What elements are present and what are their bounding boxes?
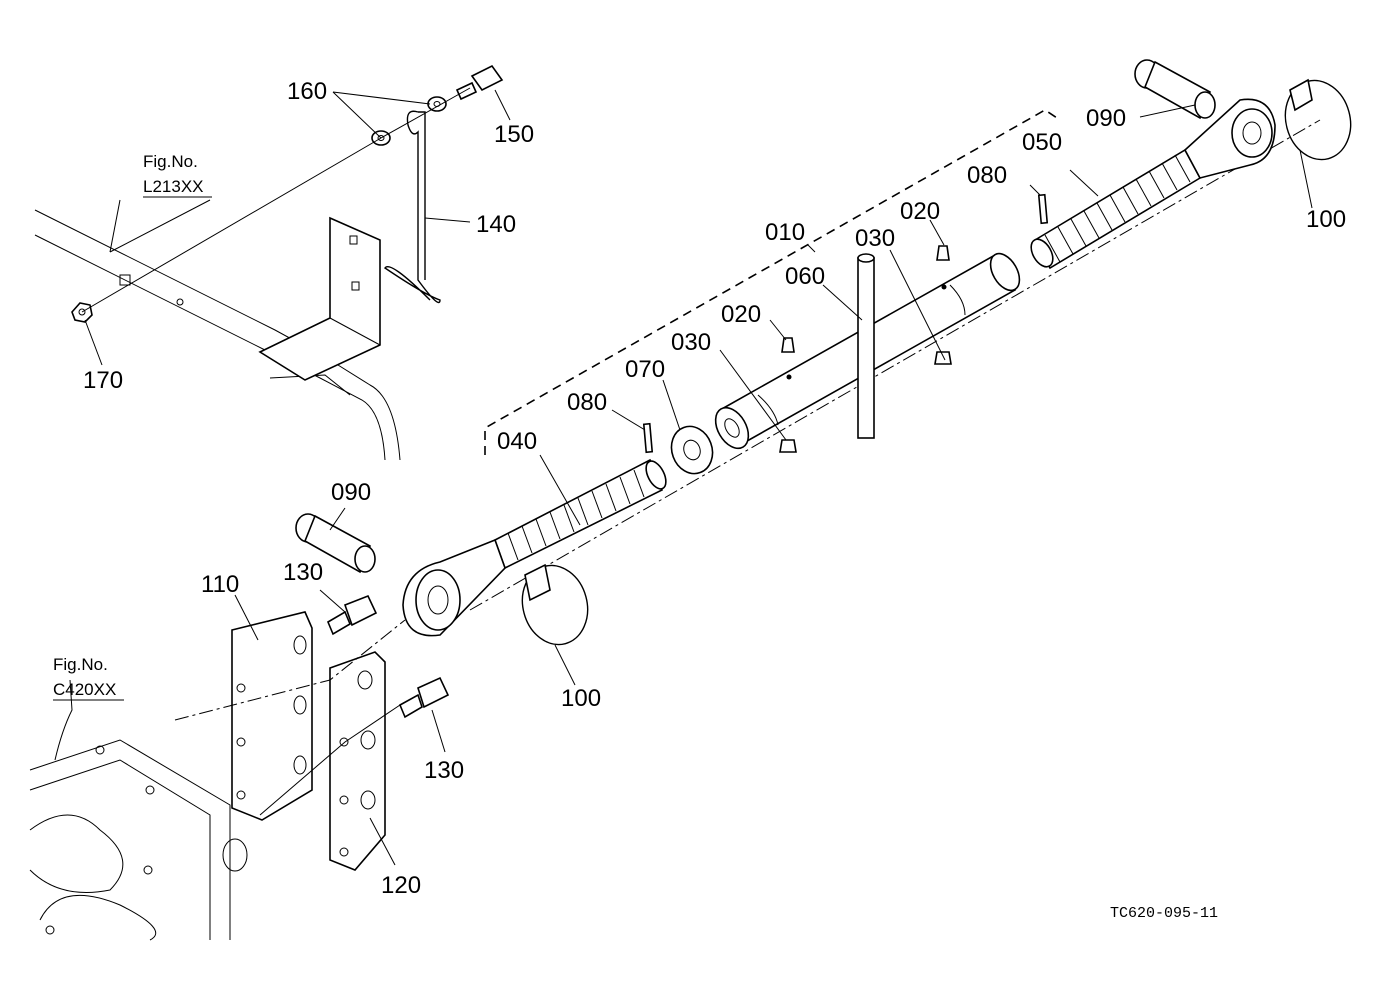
ref-code-c420: C420XX bbox=[53, 680, 116, 699]
part-label-080-lower: 080 bbox=[567, 389, 607, 416]
lynch-pin-100-lower bbox=[521, 563, 589, 646]
ref-caption-c420: Fig.No. bbox=[53, 655, 108, 674]
bolt-150 bbox=[455, 64, 504, 101]
housing-reference-c420 bbox=[29, 739, 248, 941]
mounting-bracket bbox=[258, 216, 381, 381]
grease-nipple-020-right bbox=[936, 245, 950, 290]
part-label-120: 120 bbox=[381, 872, 421, 899]
part-label-100-lower: 100 bbox=[561, 685, 601, 712]
bracket-110 bbox=[231, 611, 313, 821]
part-label-090-upper: 090 bbox=[1086, 105, 1126, 132]
part-label-030-left: 030 bbox=[671, 329, 711, 356]
part-label-170: 170 bbox=[83, 367, 123, 394]
washer-160-upper bbox=[427, 96, 447, 112]
threaded-end-050 bbox=[1030, 98, 1276, 270]
pin-090-lower bbox=[295, 513, 376, 574]
part-label-050: 050 bbox=[1022, 129, 1062, 156]
grease-nipple-020-left bbox=[781, 337, 795, 380]
lynch-pin-100-upper bbox=[1284, 78, 1352, 161]
part-label-030-right: 030 bbox=[855, 225, 895, 252]
part-label-060: 060 bbox=[785, 263, 825, 290]
spring-pin-080-upper bbox=[1037, 193, 1049, 225]
part-label-130-upper: 130 bbox=[283, 559, 323, 586]
nut-170 bbox=[71, 302, 93, 323]
part-label-080-upper: 080 bbox=[967, 162, 1007, 189]
hook-rod-140 bbox=[384, 110, 441, 304]
pin-090-upper bbox=[1134, 59, 1216, 120]
bolt-130-lower bbox=[398, 676, 450, 719]
part-label-100-upper: 100 bbox=[1306, 206, 1346, 233]
ref-caption-l213: Fig.No. bbox=[143, 152, 198, 171]
threaded-end-040 bbox=[402, 458, 667, 637]
handle-bar bbox=[857, 253, 875, 439]
bolt-130-upper bbox=[326, 594, 378, 636]
reference-l213: Fig.No. L213XX bbox=[143, 152, 212, 198]
assembly-010-outline bbox=[484, 109, 1061, 455]
part-label-090-lower: 090 bbox=[331, 479, 371, 506]
part-label-130-lower: 130 bbox=[424, 757, 464, 784]
spring-pin-080-lower bbox=[642, 422, 654, 454]
plate-120 bbox=[329, 651, 386, 871]
drawing-code: TC620-095-11 bbox=[1110, 905, 1218, 922]
part-label-020-right: 020 bbox=[900, 198, 940, 225]
part-label-070: 070 bbox=[625, 356, 665, 383]
part-label-020-left: 020 bbox=[721, 301, 761, 328]
part-label-150: 150 bbox=[494, 121, 534, 148]
set-screw-030-left bbox=[779, 439, 797, 453]
part-label-110: 110 bbox=[201, 571, 239, 598]
part-label-010: 010 bbox=[765, 219, 805, 246]
part-label-040: 040 bbox=[497, 428, 537, 455]
set-screw-030-right bbox=[934, 351, 952, 365]
frame-reference-l213 bbox=[34, 209, 401, 461]
ref-code-l213: L213XX bbox=[143, 177, 204, 196]
part-label-160: 160 bbox=[287, 78, 327, 105]
reference-c420: Fig.No. C420XX bbox=[53, 655, 124, 701]
lock-nut-070 bbox=[670, 425, 714, 475]
part-label-140: 140 bbox=[476, 211, 516, 238]
leader-lines bbox=[54, 89, 1313, 866]
part-number-labels: 160 150 140 170 090 050 100 080 020 010 … bbox=[83, 78, 1346, 899]
